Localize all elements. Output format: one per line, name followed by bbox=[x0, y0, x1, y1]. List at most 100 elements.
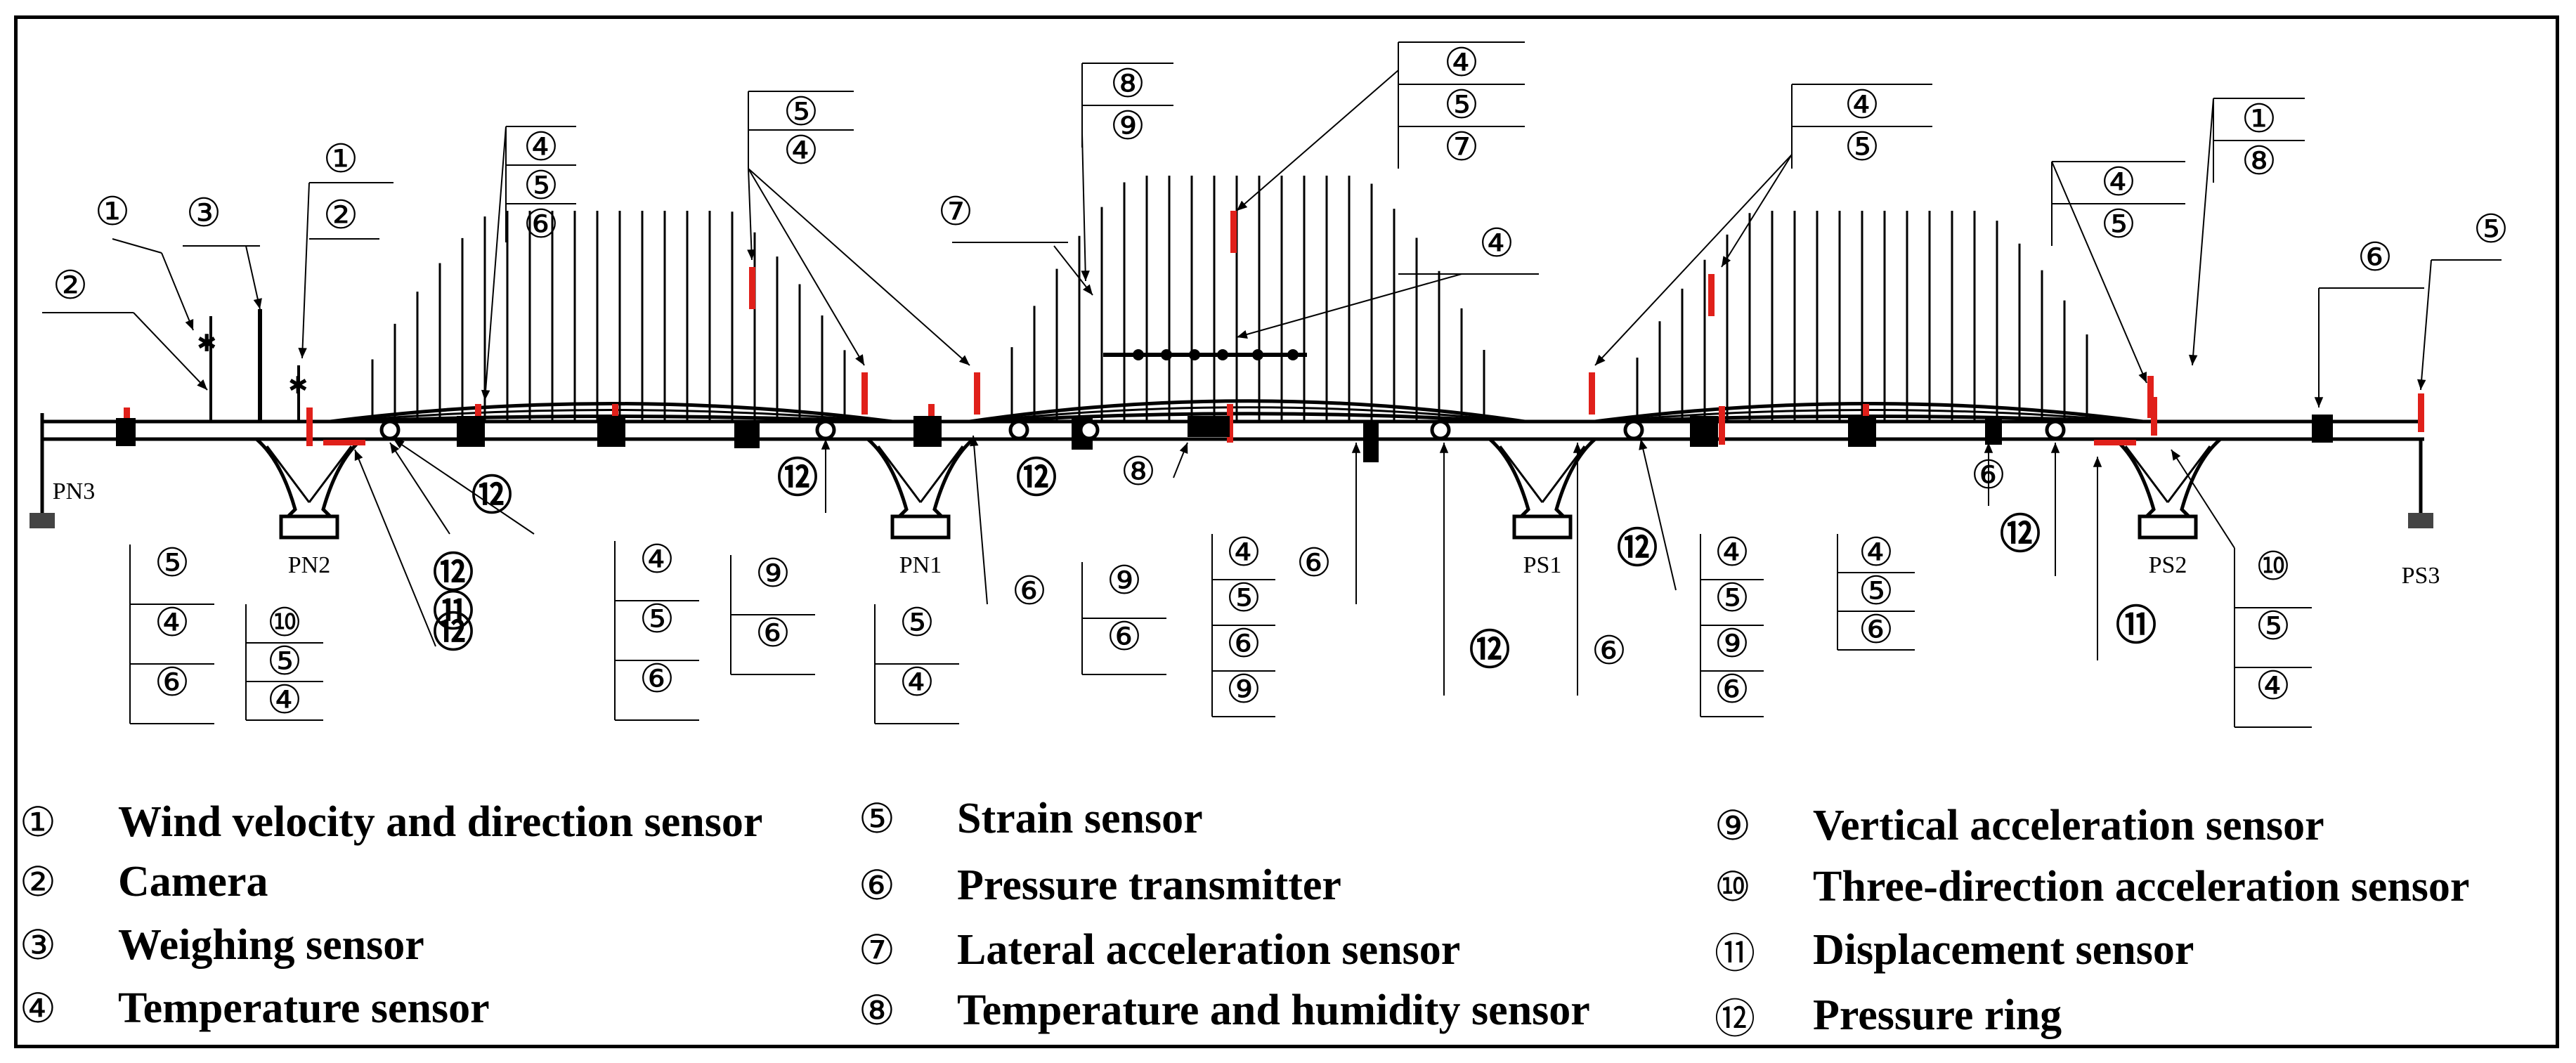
callout-line bbox=[972, 435, 988, 605]
arrowhead bbox=[1439, 443, 1449, 453]
callout-number: ④ bbox=[2101, 159, 2136, 205]
callout-number: ⑫ bbox=[1469, 626, 1510, 674]
legend-item: ⑤ Strain sensor bbox=[859, 790, 1203, 847]
callout-line bbox=[1236, 273, 1462, 338]
pressure-ring-marker bbox=[379, 419, 401, 441]
arch-rib bbox=[330, 402, 893, 424]
callout-number: ⑧ bbox=[1110, 61, 1145, 107]
arrowhead bbox=[1179, 443, 1188, 454]
legend-number: ③ bbox=[20, 921, 56, 969]
callout-lines bbox=[42, 41, 2502, 728]
pier-strut bbox=[877, 445, 922, 503]
legend-label: Temperature sensor bbox=[118, 984, 490, 1032]
arrowhead bbox=[390, 443, 400, 454]
strain-sensor-marker bbox=[306, 407, 313, 446]
sensor-block bbox=[1363, 420, 1379, 462]
callout-number: ② bbox=[323, 193, 358, 238]
callout-number: ⑩ bbox=[267, 600, 302, 646]
callout-number: ⑤ bbox=[2101, 202, 2136, 247]
sensor-block bbox=[1848, 416, 1876, 447]
callout-number: ⑫ bbox=[471, 471, 512, 519]
arch-rib bbox=[969, 399, 1526, 424]
legend-number: ⑫ bbox=[1715, 995, 1756, 1043]
arrowhead bbox=[855, 354, 864, 365]
legend-number: ⑪ bbox=[1715, 930, 1756, 977]
callout-number: ⑪ bbox=[2116, 601, 2157, 649]
arrowhead bbox=[253, 298, 262, 309]
arrowhead bbox=[1351, 443, 1361, 453]
instrument-node bbox=[1217, 349, 1228, 360]
pier-strut bbox=[308, 445, 353, 503]
pressure-ring-marker bbox=[2045, 419, 2066, 441]
callout-number: ⑥ bbox=[1715, 667, 1750, 712]
callout-number: ④ bbox=[267, 677, 302, 723]
callout-labels: ④⑤⑥⑤④⑧⑨④⑤⑦④④⑤④⑤①⑧⑥⑤⑦③①②①②⑤④⑥⑩⑤④⑫⑫⑪⑫④⑤⑥⑨⑥… bbox=[53, 40, 2509, 723]
callout-line bbox=[301, 182, 310, 359]
pier-strut bbox=[2166, 445, 2211, 503]
sensor-block bbox=[1985, 418, 2002, 445]
callout-line bbox=[393, 438, 535, 535]
pressure-ring-marker bbox=[1008, 419, 1029, 441]
legend-item: ⑨ Vertical acceleration sensor bbox=[1715, 797, 2324, 854]
callout-number: ⑤ bbox=[1845, 124, 1880, 170]
callout-number: ⑦ bbox=[938, 189, 973, 235]
pier-footing bbox=[2138, 514, 2198, 540]
callout-number: ⑧ bbox=[2242, 138, 2277, 184]
callout-number: ④ bbox=[155, 600, 190, 646]
instrument-node bbox=[1287, 349, 1299, 360]
legend-label: Pressure transmitter bbox=[957, 861, 1341, 909]
instrument-node bbox=[1252, 349, 1263, 360]
sensor-block bbox=[734, 420, 760, 448]
legend-label: Wind velocity and direction sensor bbox=[118, 797, 763, 846]
pressure-ring-marker bbox=[1430, 419, 1451, 441]
legend-label: Weighing sensor bbox=[118, 920, 424, 969]
arrowhead bbox=[1639, 439, 1648, 450]
callout-number: ⑨ bbox=[1110, 103, 1145, 149]
arrowhead bbox=[970, 436, 979, 447]
callout-number: ⑤ bbox=[1226, 575, 1261, 621]
arrowhead bbox=[2416, 379, 2426, 390]
pier-footing bbox=[279, 514, 339, 540]
legend-label: Displacement sensor bbox=[1813, 925, 2194, 974]
legend-number: ⑩ bbox=[1715, 863, 1751, 911]
legend-label: Temperature and humidity sensor bbox=[957, 986, 1590, 1034]
callout-number: ⑥ bbox=[2357, 235, 2393, 280]
callout-line bbox=[1594, 154, 1793, 366]
arrowhead bbox=[1081, 270, 1090, 281]
callout-number: ⑤ bbox=[639, 596, 675, 642]
arrowhead bbox=[2050, 443, 2060, 453]
legend-number: ⑥ bbox=[859, 861, 895, 909]
callout-number: ④ bbox=[783, 128, 819, 174]
callout-number: ⑪ bbox=[433, 587, 474, 635]
callout-number: ⑤ bbox=[1444, 82, 1479, 128]
instrument-node bbox=[1161, 349, 1172, 360]
callout-divider bbox=[112, 238, 162, 254]
callout-line bbox=[354, 449, 436, 647]
callout-line bbox=[2051, 161, 2147, 384]
callout-number: ⑥ bbox=[1107, 614, 1142, 660]
legend-number: ① bbox=[20, 798, 56, 846]
legend-item: ⑩ Three-direction acceleration sensor bbox=[1715, 859, 2469, 915]
callout-number: ⑤ bbox=[2256, 604, 2291, 649]
callout-number: ④ bbox=[1845, 82, 1880, 128]
callout-number: ⑨ bbox=[1107, 558, 1142, 604]
strain-sensor-marker bbox=[1227, 404, 1233, 443]
arrowhead bbox=[298, 348, 307, 358]
pier-label: PN2 bbox=[288, 552, 330, 578]
callout-number: ⑫ bbox=[1617, 524, 1658, 572]
arrowhead bbox=[747, 249, 756, 260]
callout-line bbox=[2192, 98, 2214, 366]
callout-number: ⑫ bbox=[777, 454, 818, 502]
pier-strut bbox=[919, 445, 964, 503]
arrowhead bbox=[1722, 256, 1731, 267]
arrowhead bbox=[2093, 457, 2102, 467]
strain-sensor-marker bbox=[974, 372, 980, 415]
legend-item: ③ Weighing sensor bbox=[20, 917, 424, 973]
callout-number: ⑥ bbox=[1859, 607, 1894, 653]
callout-number: ③ bbox=[186, 190, 221, 236]
arrowhead bbox=[958, 355, 970, 365]
callout-number: ⑤ bbox=[1859, 568, 1894, 614]
pier-strut bbox=[2124, 445, 2169, 503]
legend-label: Strain sensor bbox=[957, 794, 1203, 842]
